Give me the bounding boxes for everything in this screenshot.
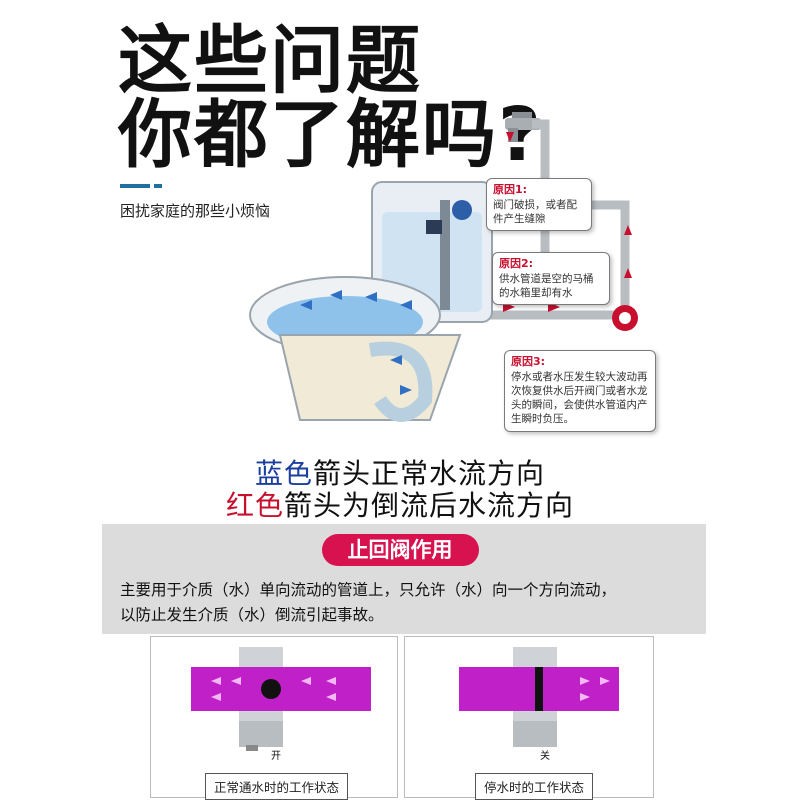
callout-title: 原因3: <box>511 355 546 368</box>
valve-state-label: 关 <box>540 749 550 762</box>
valve-panel-open: 开 正常通水时的工作状态 <box>150 636 398 800</box>
callout-reason-3: 原因3: 停水或者水压发生较大波动再次恢复供水后开阀门或者水龙头的瞬间，会使供水… <box>504 350 656 432</box>
accent-dash-long <box>120 184 150 188</box>
subtitle: 困扰家庭的那些小烦恼 <box>120 202 271 220</box>
callout-text: 阀门破损，或者配件产生缝隙 <box>493 198 577 226</box>
valve-closed-diagram: 关 <box>459 647 619 762</box>
valve-caption: 停水时的工作状态 <box>475 773 594 800</box>
valve-panel-closed: 关 停水时的工作状态 <box>404 636 654 800</box>
callout-reason-1: 原因1: 阀门破损，或者配件产生缝隙 <box>486 178 592 232</box>
valve-caption: 正常通水时的工作状态 <box>205 773 349 800</box>
callout-text: 供水管道是空的马桶的水箱里却有水 <box>499 272 594 300</box>
callout-title: 原因2: <box>499 257 534 270</box>
toilet-illustration <box>249 112 638 422</box>
legend-red-text: 箭头为倒流后水流方向 <box>284 489 575 522</box>
headline-line1: 这些问题 <box>118 18 422 104</box>
section-pill: 止回阀作用 <box>321 534 479 566</box>
section-pill-wrap: 止回阀作用 <box>0 534 800 566</box>
callout-title: 原因1: <box>493 183 528 196</box>
callout-text: 停水或者水压发生较大波动再次恢复供水后开阀门或者水龙头的瞬间，会使供水管道内产生… <box>511 370 648 426</box>
legend-red-line: 红色箭头为倒流后水流方向 <box>0 484 800 524</box>
red-valve-icon <box>612 305 638 331</box>
section-description: 主要用于介质（水）单向流动的管道上，只允许（水）向一个方向流动， 以防止发生介质… <box>120 578 710 628</box>
description-line1: 主要用于介质（水）单向流动的管道上，只允许（水）向一个方向流动， <box>120 581 617 599</box>
valve-state-label: 开 <box>271 751 281 762</box>
legend-blue-text: 箭头正常水流方向 <box>313 457 546 490</box>
legend-red-word: 红色 <box>225 489 284 522</box>
description-line2: 以防止发生介质（水）倒流引起事故。 <box>120 605 384 624</box>
headline-line2: 你都了解吗? <box>118 92 543 178</box>
accent-dash-short <box>154 184 162 188</box>
legend-blue-line: 蓝色箭头正常水流方向 <box>0 452 800 492</box>
legend-blue-word: 蓝色 <box>254 457 313 490</box>
callout-reason-2: 原因2: 供水管道是空的马桶的水箱里却有水 <box>492 252 610 306</box>
valve-open-diagram: 开 <box>191 647 371 762</box>
